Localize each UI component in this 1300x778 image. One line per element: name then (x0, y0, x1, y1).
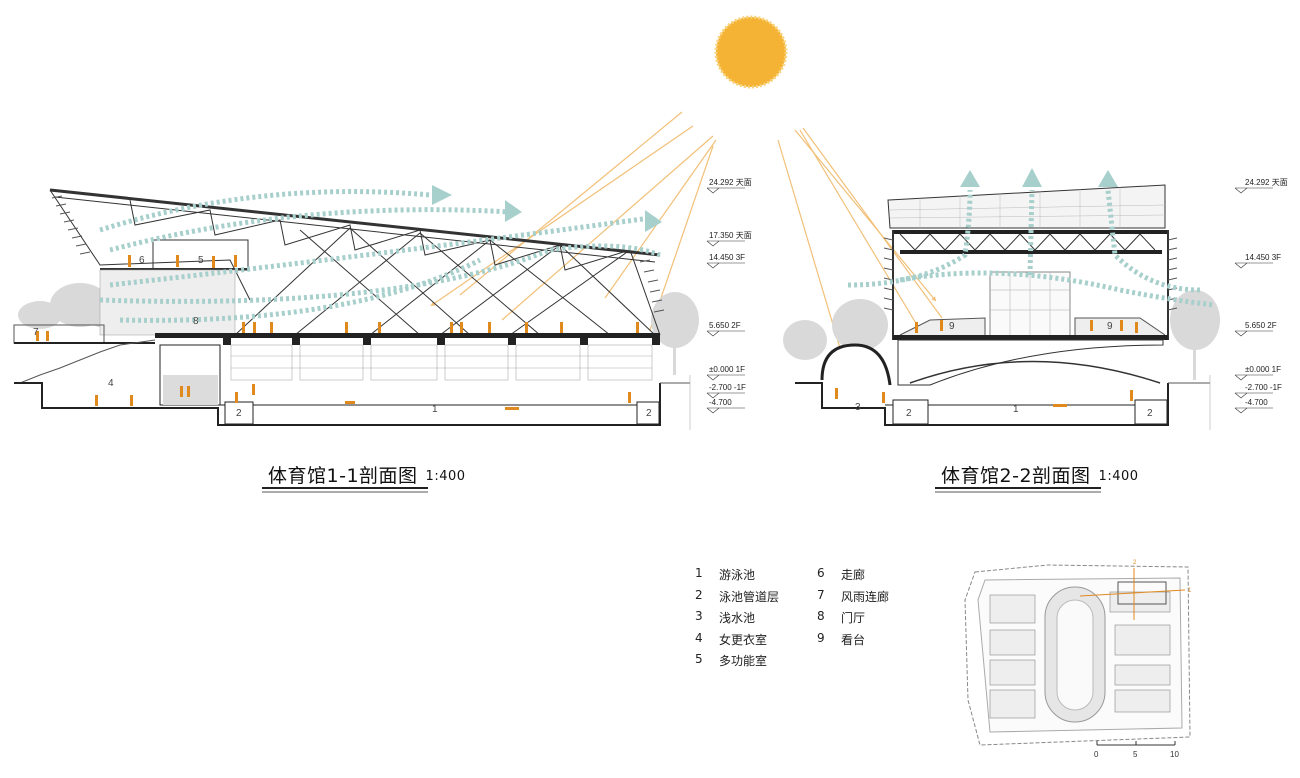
legend-number: 6 (817, 566, 825, 580)
level-label: -4.700 (709, 398, 732, 407)
tree-icon (783, 290, 1220, 380)
level-label: 24.292 天面 (1245, 178, 1288, 187)
section-title-text: 体育馆2-2剖面图 (941, 465, 1091, 487)
people-figures (835, 320, 1138, 407)
section-title: 体育馆1-1剖面图 1:400 (268, 461, 466, 488)
legend-item: 3 浅水池 (695, 609, 779, 631)
level-markers: 24.292 天面 14.450 3F 5.650 2F ±0.000 1F -… (1234, 178, 1288, 414)
level-label: -2.700 -1F (1245, 383, 1282, 392)
level-label: 5.650 2F (709, 321, 741, 330)
scale-label: 0 (1094, 750, 1099, 759)
room-label: 2 (236, 408, 242, 419)
legend-label: 女更衣室 (719, 632, 768, 647)
room-label: 3 (855, 402, 861, 413)
level-label: 17.350 天面 (709, 231, 752, 240)
room-label: 2 (906, 408, 912, 419)
section-title: 体育馆2-2剖面图 1:400 (941, 461, 1139, 488)
level-markers: 24.292 天面 17.350 天面 14.450 3F 5.650 2F ±… (706, 178, 752, 414)
level-label: 5.650 2F (1245, 321, 1277, 330)
legend-label: 看台 (841, 632, 866, 647)
section-scale: 1:400 (425, 469, 466, 484)
scale-label: 5 (1133, 750, 1138, 759)
scale-bar: 0 5 10 (1094, 741, 1179, 759)
section-title-text: 体育馆1-1剖面图 (268, 465, 418, 487)
legend-number: 7 (817, 587, 825, 602)
legend-item: 1 游泳池 (695, 566, 779, 588)
sun-icon (714, 15, 788, 89)
legend-item: 4 女更衣室 (695, 631, 779, 653)
legend-number: 9 (817, 630, 825, 645)
legend-item: 5 多功能室 (695, 652, 779, 674)
legend-column-1: 1 游泳池 2 泳池管道层 3 浅水池 4 女更衣室 5 多功能室 (695, 566, 779, 674)
legend-label: 走廊 (841, 568, 866, 582)
legend-item: 2 泳池管道层 (695, 588, 779, 610)
section-mark: 2 (1133, 560, 1137, 566)
level-label: ±0.000 1F (709, 365, 745, 374)
section-scale: 1:400 (1098, 469, 1139, 484)
airflow-arrows (847, 189, 1216, 308)
legend-number: 4 (695, 630, 703, 645)
room-label: 5 (198, 255, 204, 266)
legend-label: 多功能室 (719, 654, 768, 668)
people-figures (36, 255, 639, 410)
room-label: 1 (1013, 404, 1019, 415)
scale-label: 10 (1170, 750, 1179, 759)
legend-label: 风雨连廊 (841, 589, 890, 604)
room-label: 2 (1147, 408, 1153, 419)
level-label: -4.700 (1245, 398, 1268, 407)
legend-label: 泳池管道层 (719, 589, 780, 604)
section-2-2: 9 9 3 2 1 2 24.292 天面 14.450 3F 5.650 2F… (783, 168, 1288, 430)
room-label: 6 (139, 255, 145, 266)
legend-label: 游泳池 (719, 568, 756, 582)
legend-item: 8 门厅 (817, 609, 889, 631)
level-label: ±0.000 1F (1245, 365, 1281, 374)
legend-number: 5 (695, 652, 703, 666)
site-plan: 2 1 0 5 10 (964, 560, 1192, 759)
legend-item: 7 风雨连廊 (817, 588, 889, 610)
room-label: 4 (108, 378, 114, 389)
room-label: 9 (1107, 321, 1113, 332)
level-label: 14.450 3F (1245, 253, 1281, 262)
legend-column-2: 6 走廊 7 风雨连廊 8 门厅 9 看台 (817, 566, 889, 652)
legend-item: 9 看台 (817, 631, 889, 653)
airflow-arrows (99, 189, 661, 323)
room-label: 2 (646, 408, 652, 419)
section-mark: 1 (1188, 588, 1192, 594)
legend-number: 2 (695, 587, 703, 602)
room-label: 7 (33, 327, 39, 338)
room-label: 8 (193, 316, 199, 327)
room-label: 1 (432, 404, 438, 415)
section-1-1: 7 6 5 8 4 2 1 2 24.292 天面 17.350 天面 14.4… (13, 178, 752, 430)
level-label: 24.292 天面 (709, 178, 752, 187)
legend-number: 3 (695, 609, 703, 623)
legend-number: 1 (695, 566, 703, 580)
legend-label: 门厅 (841, 611, 866, 625)
legend-label: 浅水池 (719, 611, 756, 625)
legend-item: 6 走廊 (817, 566, 889, 588)
sun-rays (430, 111, 943, 376)
level-label: 14.450 3F (709, 253, 745, 262)
legend-number: 8 (817, 609, 825, 623)
room-label: 9 (949, 321, 955, 332)
level-label: -2.700 -1F (709, 383, 746, 392)
